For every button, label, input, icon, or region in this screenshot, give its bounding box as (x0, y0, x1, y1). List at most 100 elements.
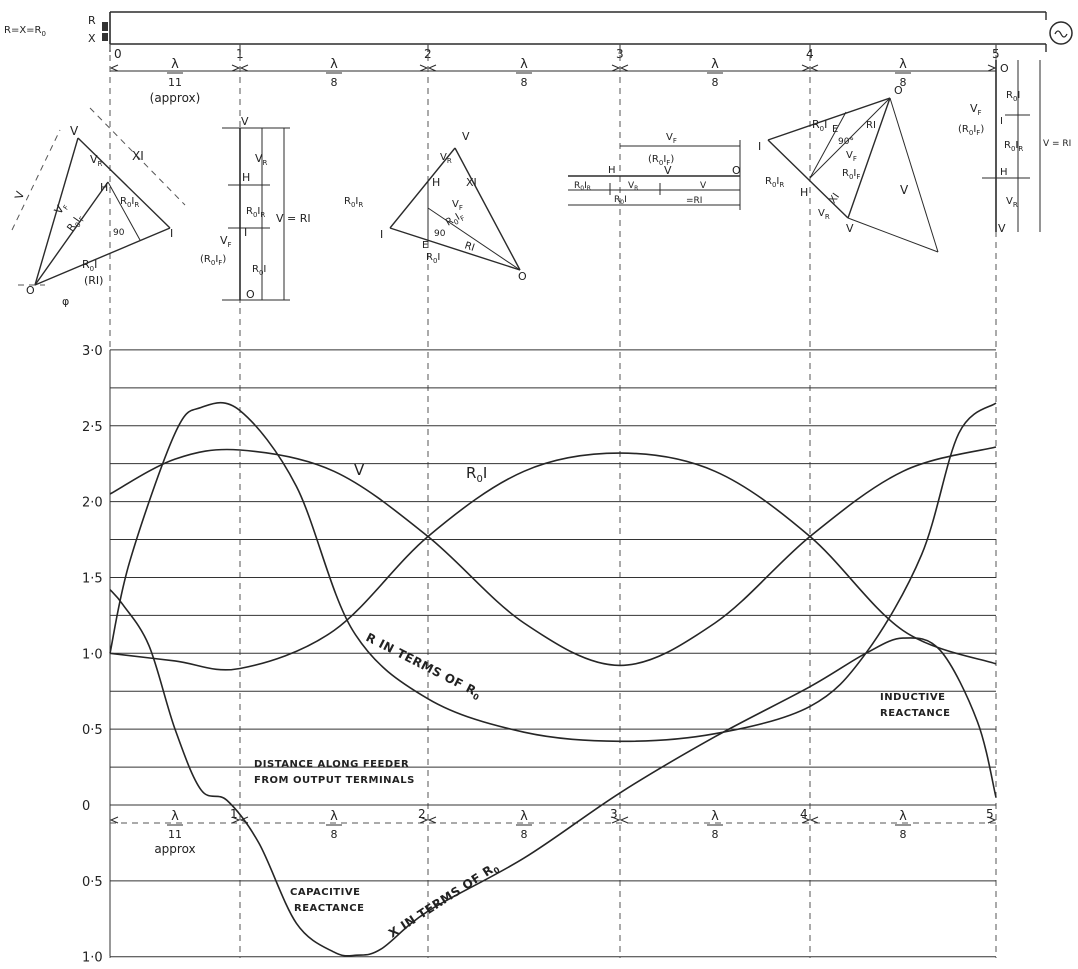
top-station-5: 5 (992, 47, 1000, 61)
vd1-o-label: O (246, 288, 255, 301)
vd5-o-label: O (1000, 62, 1009, 75)
generator (1049, 21, 1073, 45)
vd0-ri-paren-label: (RI) (84, 274, 103, 287)
vd5-v-label: V (998, 222, 1006, 235)
vd5-equation-label: V = RI (1043, 139, 1071, 149)
y-tick-8: 1·0 (82, 951, 103, 965)
top-station-0: 0 (114, 47, 122, 61)
vector-diagram-station-4: R0I O E 90° RI I VF R0IF R0IR V XI H VR … (758, 84, 939, 253)
top-spacing-num-0: λ (171, 57, 179, 72)
vd2-vf-label: VF (452, 199, 463, 212)
vd0-r0if-label: R0IF (65, 212, 86, 235)
vd4-i-label: I (758, 140, 761, 153)
vd4-angle-label: 90° (838, 137, 854, 147)
vd4-r0if-label: R0IF (842, 168, 860, 181)
vd4-o-label: O (894, 84, 903, 97)
vd5-h-label: H (1000, 167, 1008, 178)
top-station-4: 4 (806, 47, 814, 61)
vd1-r0if-label: (R0IF) (200, 254, 226, 267)
top-spacing-den-0: 11 (168, 76, 182, 89)
bottom-spacing-num-2: λ (520, 809, 528, 824)
vd0-v-label: V (70, 124, 79, 138)
top-spacing-num-1: λ (330, 57, 338, 72)
bottom-station-2: 2 (418, 807, 426, 821)
load-resistor (102, 22, 108, 31)
vd2-r0ir-label: R0IR (344, 196, 363, 209)
label-x-in-terms: X IN TERMS OF R0 (386, 859, 502, 942)
y-tick-2: 2·0 (82, 496, 103, 511)
vd0-o-label: O (26, 284, 35, 297)
vd0-i-label: I (170, 227, 173, 240)
bottom-spacing-note: approx (154, 842, 195, 856)
generator-symbol-icon (1049, 21, 1073, 45)
graph-grid (109, 349, 996, 958)
vd0-r0ir-label: R0IR (120, 196, 139, 209)
vd1-vf-label: VF (220, 234, 232, 249)
vd2-angle-label: 90 (434, 229, 446, 239)
vd2-ri-label: RI (463, 240, 476, 254)
vector-diagram-station-2: V VR H XI R0IR VF R0IF 90 I E RI R0I O (344, 130, 527, 283)
vd0-h-label: H (100, 181, 108, 194)
vd0-phi-label: φ (62, 295, 69, 308)
y-tick-0: 3·0 (82, 344, 103, 359)
vd1-h-label: H (242, 171, 250, 184)
label-distance-2: FROM OUTPUT TERMINALS (254, 775, 415, 786)
bottom-spacing-num-0: λ (171, 809, 179, 824)
y-tick-4: 1·0 (82, 647, 103, 662)
load-r-mark: R (88, 14, 96, 27)
bottom-spacing-num-1: λ (330, 809, 338, 824)
bottom-station-3: 3 (610, 807, 618, 821)
vd1-i-label: I (244, 226, 247, 239)
y-tick-1: 2·5 (82, 420, 103, 435)
label-capacitive-reactance: REACTANCE (294, 903, 364, 914)
vd1-r0i-label: R0I (252, 264, 266, 277)
load-termination: R X R=X=R0 (4, 14, 108, 45)
label-v-curve: V (354, 461, 365, 479)
vd2-i-label: I (380, 228, 383, 241)
vd0-vf-label: VF (52, 200, 71, 218)
vd3-r0i-label: R0I (614, 195, 627, 206)
vd2-xi-label: XI (466, 176, 477, 189)
label-distance-1: DISTANCE ALONG FEEDER (254, 759, 409, 770)
curve-r0i (109, 452, 997, 671)
vd3-ri-label: =RI (686, 196, 702, 206)
load-reactance (102, 33, 108, 41)
vd4-e-label: E (832, 124, 838, 135)
vd4-r0i-label: R0I (812, 118, 827, 133)
label-capacitive: CAPACITIVE (290, 887, 360, 898)
vector-diagram-station-3: VF (R0IF) H V O R0IR VR V R0I =RI (568, 132, 741, 210)
vd0-v-side-label: V (12, 189, 27, 200)
vd5-r0ir-label: R0IR (1004, 140, 1023, 153)
label-inductive-reactance: REACTANCE (880, 708, 950, 719)
bottom-station-numbers: 1 2 3 4 5 (230, 807, 994, 821)
feeder-line (109, 11, 1047, 52)
bottom-station-5: 5 (986, 807, 994, 821)
vd1-r0ir-label: R0IR (246, 206, 265, 219)
vd3-h-label: H (608, 165, 616, 176)
vd3-v-bottom-label: V (700, 181, 707, 191)
vd2-r0if-label: R0IF (444, 210, 466, 230)
graph-curves (109, 401, 997, 957)
vector-diagram-station-5: O R0I VF (R0IF) I R0IR V = RI H VR V (958, 60, 1071, 235)
top-spacing-num-4: λ (899, 57, 907, 72)
vd3-o-label: O (732, 164, 741, 177)
curve-v (109, 446, 997, 667)
load-x-mark: X (88, 32, 96, 45)
top-spacing-den-3: 8 (712, 76, 719, 89)
label-inductive: INDUCTIVE (880, 692, 945, 703)
vd0-r0i-label: R0I (82, 258, 97, 273)
vd4-v-bottom-label: V (846, 222, 854, 235)
bottom-station-4: 4 (800, 807, 808, 821)
vd2-r0i-label: R0I (426, 252, 440, 265)
vd2-h-label: H (432, 176, 440, 189)
bottom-spacing-den-3: 8 (712, 828, 719, 841)
top-station-1: 1 (236, 47, 244, 61)
vd4-xi-label: XI (827, 191, 842, 205)
graph-y-axis-ticks: 3·02·52·01·51·00·500·51·0 (82, 344, 103, 966)
bottom-spacing-den-4: 8 (900, 828, 907, 841)
curve-x-in-terms-of-r0 (109, 589, 997, 957)
bottom-station-1: 1 (230, 807, 238, 821)
vd4-r0ir-label: R0IR (765, 176, 784, 189)
